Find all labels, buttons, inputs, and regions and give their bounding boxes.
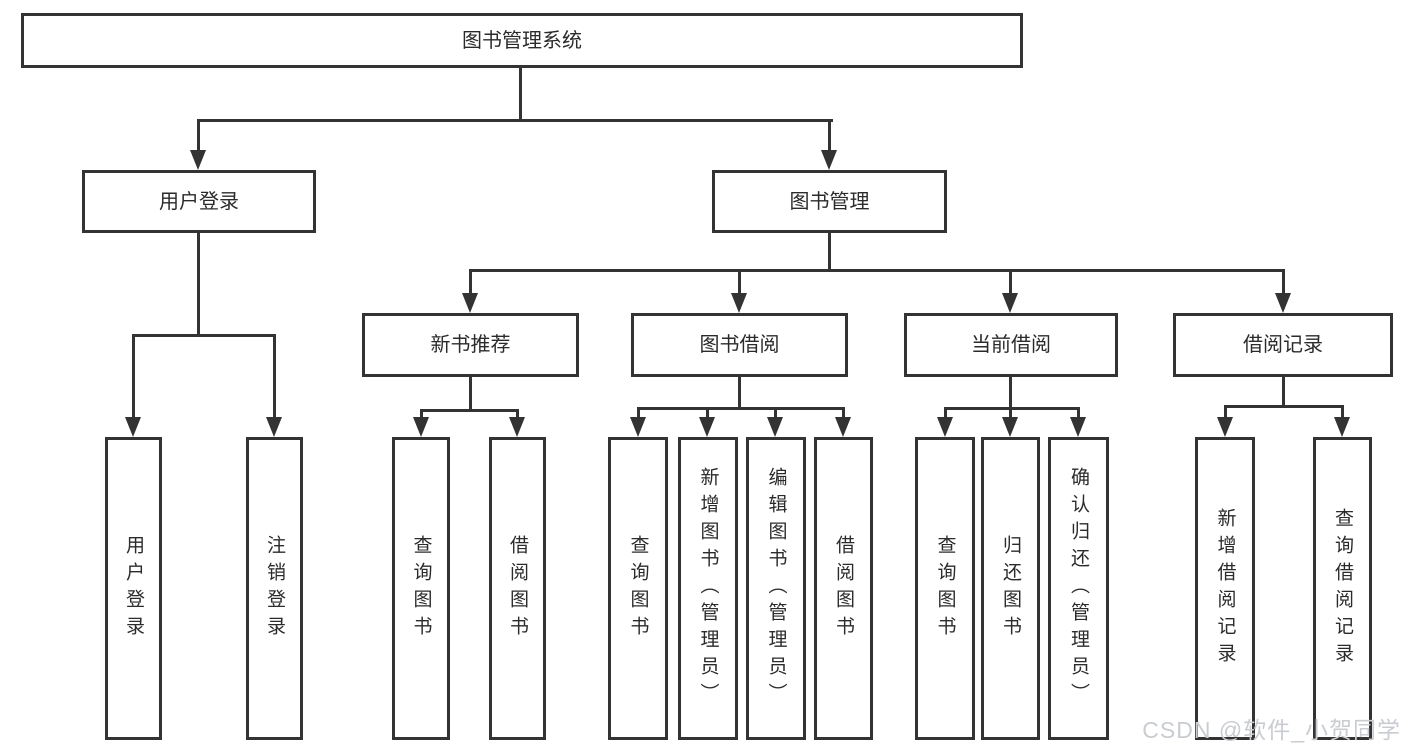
node-label: 借阅记录 — [1243, 334, 1323, 356]
arrowhead-down-icon — [190, 150, 206, 170]
connector-line — [197, 233, 200, 337]
node-label: 查询借阅记录 — [1332, 507, 1353, 670]
connector-line — [420, 409, 519, 412]
node-label: 用户登录 — [159, 190, 239, 213]
node-current-borrow: 当前借阅 — [904, 313, 1118, 377]
connector-line — [738, 377, 741, 410]
arrowhead-down-icon — [462, 293, 478, 313]
leaf-borrow-borrow-books: 借阅图书 — [814, 437, 873, 740]
leaf-borrow-edit-books-admin: 编辑图书（管理员） — [746, 437, 806, 740]
connector-line — [1009, 269, 1012, 295]
connector-line — [1009, 407, 1012, 419]
connector-line — [469, 269, 472, 295]
arrowhead-down-icon — [821, 150, 837, 170]
arrowhead-down-icon — [1275, 293, 1291, 313]
leaf-records-query-record: 查询借阅记录 — [1313, 437, 1372, 740]
node-label: 查询图书 — [934, 534, 956, 643]
leaf-recommend-borrow-books: 借阅图书 — [489, 437, 546, 740]
connector-line — [469, 269, 1285, 272]
node-label: 确认归还（管理员） — [1068, 467, 1089, 710]
arrowhead-down-icon — [509, 417, 525, 437]
leaf-records-add-record: 新增借阅记录 — [1195, 437, 1255, 740]
node-label: 查询图书 — [627, 534, 649, 643]
connector-line — [420, 409, 423, 419]
node-label: 新增图书（管理员） — [697, 467, 719, 710]
arrowhead-down-icon — [1002, 293, 1018, 313]
arrowhead-down-icon — [767, 417, 783, 437]
node-label: 用户登录 — [123, 534, 144, 643]
arrowhead-down-icon — [731, 293, 747, 313]
node-new-book-recommend: 新书推荐 — [362, 313, 579, 377]
connector-line — [516, 409, 519, 419]
node-label: 图书借阅 — [699, 334, 780, 356]
arrowhead-down-icon — [125, 417, 141, 437]
leaf-borrow-add-books-admin: 新增图书（管理员） — [678, 437, 738, 740]
csdn-watermark: CSDN @软件_小贺同学 — [1142, 717, 1401, 743]
arrowhead-down-icon — [1002, 417, 1018, 437]
node-label: 编辑图书（管理员） — [765, 467, 787, 710]
arrowhead-down-icon — [413, 417, 429, 437]
node-label: 借阅图书 — [833, 534, 854, 643]
node-user-login: 用户登录 — [82, 170, 316, 233]
connector-line — [944, 407, 947, 419]
leaf-recommend-query-books: 查询图书 — [392, 437, 450, 740]
node-book-management: 图书管理 — [712, 170, 947, 233]
node-label: 图书管理 — [789, 190, 870, 213]
leaf-logout: 注销登录 — [246, 437, 303, 740]
arrowhead-down-icon — [937, 417, 953, 437]
node-root: 图书管理系统 — [21, 13, 1023, 68]
connector-line — [132, 334, 276, 337]
connector-line — [1077, 407, 1080, 419]
connector-line — [637, 407, 640, 419]
arrowhead-down-icon — [1217, 417, 1233, 437]
arrowhead-down-icon — [699, 417, 715, 437]
node-label: 借阅图书 — [507, 534, 528, 643]
connector-line — [197, 119, 833, 122]
connector-line — [944, 407, 1080, 410]
connector-line — [273, 334, 276, 418]
node-label: 当前借阅 — [971, 334, 1051, 356]
leaf-current-confirm-return-admin: 确认归还（管理员） — [1048, 437, 1109, 740]
arrowhead-down-icon — [630, 417, 646, 437]
node-label: 注销登录 — [264, 534, 285, 643]
node-book-borrow: 图书借阅 — [631, 313, 848, 377]
node-label: 新书推荐 — [430, 334, 511, 356]
connector-line — [1282, 269, 1285, 295]
connector-line — [1009, 377, 1012, 410]
leaf-borrow-query-books: 查询图书 — [608, 437, 668, 740]
node-label: 归还图书 — [1000, 534, 1021, 643]
connector-line — [828, 233, 831, 272]
connector-line — [842, 407, 845, 419]
connector-line — [197, 119, 200, 152]
arrowhead-down-icon — [1334, 417, 1350, 437]
connector-line — [132, 334, 135, 418]
arrowhead-down-icon — [1070, 417, 1086, 437]
node-label: 图书管理系统 — [462, 29, 582, 52]
arrowhead-down-icon — [835, 417, 851, 437]
node-label: 查询图书 — [410, 534, 432, 643]
connector-line — [1341, 405, 1344, 419]
node-borrow-records: 借阅记录 — [1173, 313, 1393, 377]
connector-line — [1224, 405, 1227, 419]
leaf-current-return-books: 归还图书 — [981, 437, 1040, 740]
node-label: 新增借阅记录 — [1214, 507, 1236, 670]
connector-line — [637, 407, 845, 410]
connector-line — [1224, 405, 1344, 408]
connector-line — [738, 269, 741, 295]
connector-line — [1282, 377, 1285, 408]
connector-line — [706, 407, 709, 419]
connector-line — [828, 119, 831, 152]
connector-line — [519, 68, 522, 122]
leaf-user-login: 用户登录 — [105, 437, 162, 740]
connector-line — [774, 407, 777, 419]
arrowhead-down-icon — [266, 417, 282, 437]
connector-line — [469, 377, 472, 412]
leaf-current-query-books: 查询图书 — [915, 437, 975, 740]
